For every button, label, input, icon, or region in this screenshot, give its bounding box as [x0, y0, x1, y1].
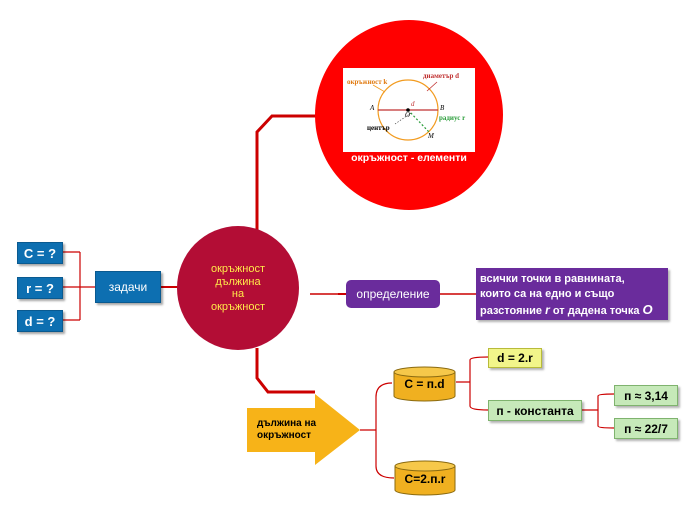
definition-line-3: разстояние r от дадена точка O — [480, 302, 668, 319]
task-d-item[interactable]: d = ? — [17, 310, 63, 332]
point-d-label: d — [411, 100, 415, 108]
point-m-label: M — [428, 132, 434, 140]
constant-node[interactable]: п - константа — [488, 400, 582, 421]
length-label-line-2: окръжност — [257, 430, 312, 441]
approx-227-node[interactable]: п ≈ 22/7 — [614, 418, 678, 439]
circle-k-label: окръжност k — [347, 78, 388, 86]
cylinder-shape — [393, 366, 456, 402]
d-formula-label: d = 2.r — [497, 351, 533, 365]
central-line-3: на — [231, 288, 245, 300]
approx-314-label: п ≈ 3,14 — [624, 388, 668, 403]
task-c-item[interactable]: C = ? — [17, 242, 63, 264]
definition-text-pre: разстояние — [480, 305, 546, 317]
point-a-label: A — [370, 104, 375, 112]
cylinder-shape — [394, 460, 456, 496]
elements-caption: окръжност - елементи — [351, 152, 467, 164]
task-d-label: d = ? — [24, 313, 56, 329]
central-line-2: дължина — [215, 275, 261, 288]
definition-label: определение — [356, 287, 430, 301]
definition-text-r: r — [545, 303, 550, 317]
central-topic[interactable]: окръжност дължина на окръжност — [177, 226, 299, 350]
constant-label: п - константа — [496, 403, 574, 418]
arrow-shape — [247, 394, 360, 465]
tasks-node[interactable]: задачи — [95, 271, 161, 303]
length-label: дължина на окръжност — [257, 418, 316, 442]
formula-c-2pr-label: C=2.п.r — [404, 472, 446, 486]
definition-text-box[interactable]: всички точки в равнината, които са на ед… — [476, 268, 668, 320]
diameter-label: диаметър d — [423, 72, 460, 80]
definition-node[interactable]: определение — [346, 280, 440, 308]
approx-227-label: п ≈ 22/7 — [624, 421, 668, 436]
length-node[interactable]: дължина на окръжност — [247, 394, 361, 466]
point-o-label: O — [405, 111, 411, 119]
radius-label: радиус r — [439, 114, 466, 122]
definition-line-1: всички точки в равнината, — [480, 273, 625, 285]
task-r-label: r = ? — [26, 280, 54, 296]
formula-c-pd-label: C = п.d — [404, 377, 445, 391]
formula-c-2pr[interactable]: C=2.п.r — [394, 460, 456, 496]
length-label-line-1: дължина на — [257, 418, 317, 429]
center-label: център — [367, 124, 390, 132]
definition-line-2: които са на едно и също — [480, 288, 615, 300]
tasks-label: задачи — [108, 280, 148, 294]
formula-c-pd[interactable]: C = п.d — [393, 366, 456, 402]
elements-node[interactable]: окръжност k диаметър d A B d O радиус r … — [315, 20, 503, 210]
circle-elements-figure: окръжност k диаметър d A B d O радиус r … — [343, 68, 475, 152]
d-formula-node[interactable]: d = 2.r — [488, 348, 542, 368]
central-line-1: окръжност — [210, 263, 265, 275]
task-r-item[interactable]: r = ? — [17, 277, 63, 299]
approx-314-node[interactable]: п ≈ 3,14 — [614, 385, 678, 406]
point-b-label: B — [440, 104, 445, 112]
central-line-4: окръжност — [210, 300, 265, 313]
definition-text-o: O — [642, 302, 653, 317]
task-c-label: C = ? — [23, 245, 57, 261]
definition-text-mid: от дадена точка — [549, 305, 643, 317]
